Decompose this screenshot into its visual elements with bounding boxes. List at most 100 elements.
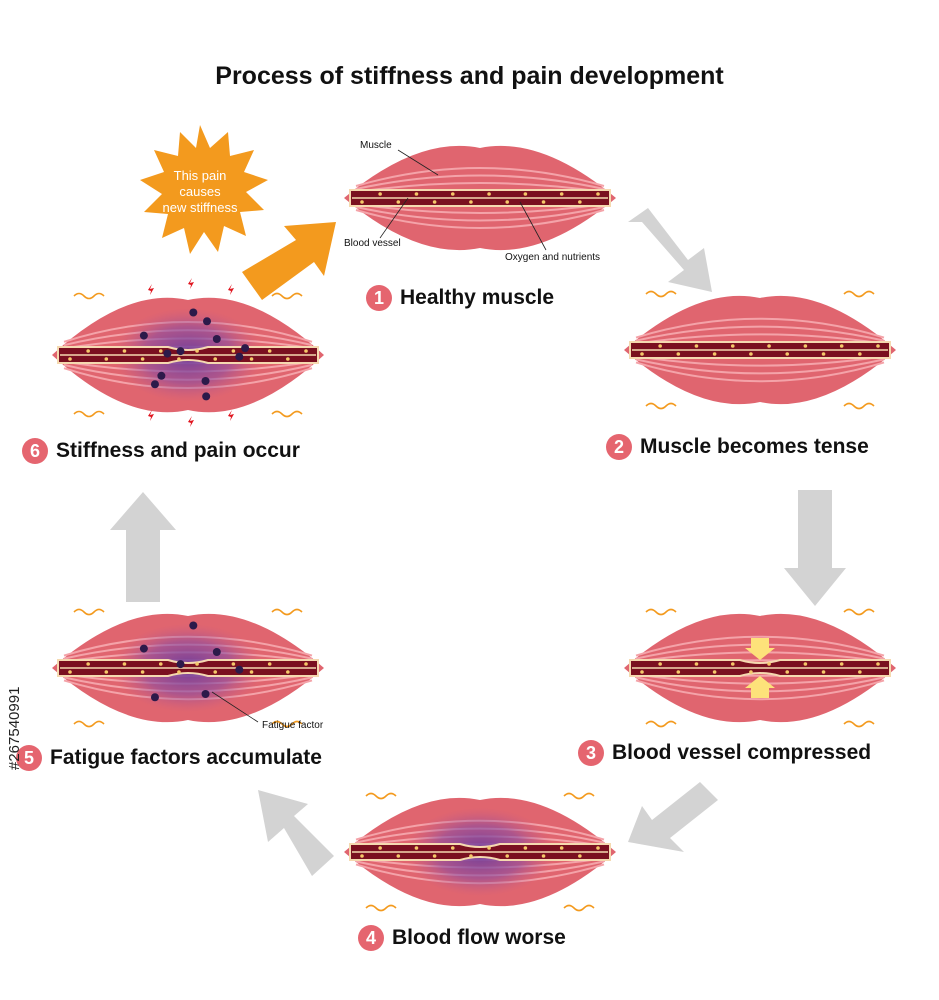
muscle-leader (397, 149, 439, 176)
muscle-compressed (624, 608, 896, 728)
pain-spark-icon (188, 278, 194, 289)
tension-squiggle (73, 608, 105, 616)
fatigue-factor-dot (150, 693, 159, 702)
nutrient-dot (469, 200, 473, 204)
nutrient-dot (360, 200, 364, 204)
fatigue-factor-dot (203, 317, 212, 326)
arrow-6-to-1 (242, 222, 336, 300)
fatigue-factor-dot (241, 344, 250, 353)
muscle-fiber (635, 317, 885, 339)
tension-squiggle (73, 410, 105, 418)
nutrient-dot (749, 352, 753, 356)
diagram-title: Process of stiffness and pain developmen… (215, 62, 724, 90)
tension-squiggle (365, 792, 397, 800)
nutrient-dot (414, 846, 419, 850)
nutrient-dot (432, 200, 437, 204)
fatigue-factor-dot (235, 352, 244, 361)
nutrient-dot (104, 357, 109, 361)
nutrient-dot (177, 670, 181, 674)
burst-line-2: causes (179, 184, 221, 199)
step-1-text: Healthy muscle (400, 286, 555, 309)
nutrient-dot (450, 192, 455, 196)
fatigue-factor-dot (212, 335, 221, 343)
pain-spark-icon (228, 410, 234, 421)
fatigue-factor-dot (201, 377, 210, 386)
muscle-diagrams (52, 145, 896, 912)
fatigue-factor-label: Fatigue factor (262, 720, 324, 731)
step-4-badge: 4 (358, 925, 384, 951)
muscle-healthy (344, 145, 616, 251)
step-5-label: 5 Fatigue factors accumulate (16, 745, 322, 771)
compress-arrow-down-icon (745, 638, 775, 660)
flow-arrows (110, 208, 846, 876)
tension-squiggle (271, 410, 303, 418)
nutrient-dot (803, 344, 808, 348)
step-2-badge: 2 (606, 434, 632, 460)
arrow-3-to-4 (628, 782, 718, 852)
nutrient-dot (158, 349, 163, 353)
step-4-label: 4 Blood flow worse (358, 925, 566, 951)
fatigue-factor-dot (201, 690, 210, 699)
tension-squiggle (563, 904, 595, 912)
fatigue-factor-dot (202, 392, 211, 401)
pain-burst-icon (140, 125, 268, 254)
pain-spark-icon (228, 284, 234, 295)
nutrient-dot (559, 192, 564, 196)
nutrient-dot (122, 662, 127, 666)
tension-squiggle (73, 292, 105, 300)
tension-squiggle (563, 792, 595, 800)
nutrient-dot (821, 670, 826, 674)
nutrient-dot (360, 854, 364, 858)
nutrient-dot (304, 662, 308, 666)
muscle-fiber (355, 206, 605, 222)
nutrient-dot (785, 670, 790, 674)
fatigue-factor-dot (163, 349, 172, 358)
nutrient-dot (749, 670, 753, 674)
nutrient-dot (231, 662, 236, 666)
muscle-tense (624, 290, 896, 410)
nutrient-dot (596, 192, 600, 196)
nutrient-dot (578, 200, 582, 204)
fatigue-factor-dot (150, 380, 159, 389)
arrow-1-to-2 (628, 208, 712, 292)
fatigue-leader (211, 691, 259, 723)
nutrient-dot (803, 662, 808, 666)
fatigue-factor-dot (176, 660, 185, 669)
muscle-fiber (355, 203, 605, 214)
nutrient-dot (676, 670, 681, 674)
arrow-2-to-3 (784, 490, 846, 606)
burst-text: This pain causes new stiffness (140, 168, 260, 216)
compress-arrow-up-icon (745, 676, 775, 698)
nutrient-dot (158, 662, 163, 666)
step-5-text: Fatigue factors accumulate (50, 746, 322, 769)
nutrient-dot (450, 846, 455, 850)
nutrient-dot (559, 846, 564, 850)
oxygen-leader (519, 201, 547, 251)
vessel-leader (379, 197, 409, 239)
tension-squiggle (843, 608, 875, 616)
nutrient-dot (839, 662, 844, 666)
nutrient-dot (86, 662, 90, 666)
nutrient-dot (68, 357, 72, 361)
step-2-text: Muscle becomes tense (640, 435, 869, 458)
tension-squiggle (645, 608, 677, 616)
nutrient-dot (267, 662, 272, 666)
fatigue-factor-dot (139, 331, 148, 340)
fatigue-factor-dot (157, 371, 166, 380)
muscle-fiber (635, 325, 885, 342)
nutrient-dot (122, 349, 127, 353)
oxygen-nutrients-label: Oxygen and nutrients (505, 252, 601, 263)
nutrient-dot (658, 662, 662, 666)
nutrient-dot (858, 670, 862, 674)
fatigue-factor-dot (212, 648, 221, 656)
watermark-id: #267540991 (6, 686, 23, 770)
nutrient-dot (767, 662, 771, 666)
nutrient-dot (469, 854, 473, 858)
nutrient-dot (195, 349, 199, 353)
nutrient-dot (541, 200, 546, 204)
step-6-label: 6 Stiffness and pain occur (22, 438, 300, 464)
nutrient-dot (249, 357, 254, 361)
step-3-label: 3 Blood vessel compressed (578, 740, 871, 766)
muscle-fiber (635, 355, 885, 367)
